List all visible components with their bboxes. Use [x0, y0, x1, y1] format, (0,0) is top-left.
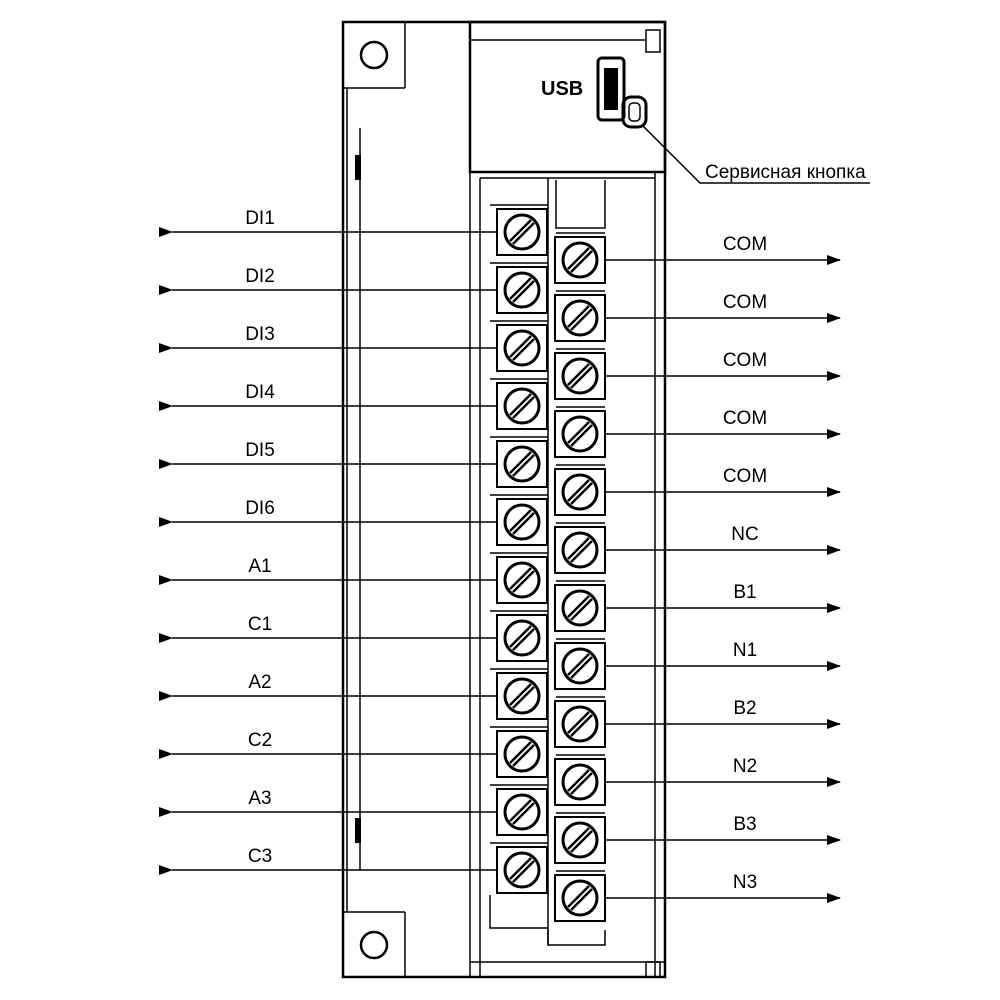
left-terminal-label: DI4	[245, 382, 275, 403]
screw-terminal-b2-9	[554, 700, 606, 748]
right-terminal-label: COM	[723, 234, 767, 255]
mounting-hole-bottom	[359, 930, 389, 960]
screw-terminal-a1	[496, 556, 548, 604]
screw-terminal-com-3	[554, 352, 606, 400]
screw-terminal-com-4	[554, 410, 606, 458]
left-terminal-label: DI1	[245, 208, 275, 229]
service-button-leader	[641, 124, 870, 184]
screw-terminal-com-1	[554, 236, 606, 284]
right-terminal-label: NC	[731, 524, 758, 545]
screw-terminal-c1	[496, 614, 548, 662]
screw-terminal-n1-8	[554, 642, 606, 690]
right-terminal-label: COM	[723, 350, 767, 371]
right-terminal-label: N2	[733, 756, 757, 777]
right-terminal-label: B1	[733, 582, 756, 603]
service-button-label: Сервисная кнопка	[705, 162, 866, 183]
left-terminal-label: A1	[248, 556, 271, 577]
screw-terminal-di6	[496, 498, 548, 546]
left-terminal-label: DI3	[245, 324, 275, 345]
right-terminal-label: N3	[733, 872, 757, 893]
right-terminal-label: B3	[733, 814, 756, 835]
screw-terminal-nc-6	[554, 526, 606, 574]
screw-terminal-di5	[496, 440, 548, 488]
screw-terminal-a3	[496, 788, 548, 836]
right-terminal-label: N1	[733, 640, 757, 661]
left-terminal-label: A3	[248, 788, 271, 809]
usb-label: USB	[541, 78, 583, 100]
right-terminal-label: B2	[733, 698, 756, 719]
service-button[interactable]	[621, 95, 648, 129]
right-terminal-label: COM	[723, 466, 767, 487]
left-terminal-label: DI6	[245, 498, 275, 519]
screw-terminal-di1	[496, 208, 548, 256]
right-terminal-label: COM	[723, 292, 767, 313]
right-terminal-label: COM	[723, 408, 767, 429]
left-terminal-label: C2	[248, 730, 272, 751]
screw-terminal-di2	[496, 266, 548, 314]
screw-terminal-di4	[496, 382, 548, 430]
screw-terminal-b1-7	[554, 584, 606, 632]
screw-terminal-com-5	[554, 468, 606, 516]
left-terminal-label: C1	[248, 614, 272, 635]
screw-terminal-di3	[496, 324, 548, 372]
left-terminal-label: DI2	[245, 266, 275, 287]
screw-terminal-b3-11	[554, 816, 606, 864]
left-terminal-label: C3	[248, 846, 272, 867]
screw-terminal-a2	[496, 672, 548, 720]
screw-terminal-com-2	[554, 294, 606, 342]
mounting-hole-top	[359, 40, 389, 70]
usb-port-icon	[596, 56, 626, 122]
left-terminal-label: DI5	[245, 440, 275, 461]
screw-terminal-c3	[496, 846, 548, 894]
left-terminal-label: A2	[248, 672, 271, 693]
screw-terminal-n3-12	[554, 874, 606, 922]
screw-terminal-n2-10	[554, 758, 606, 806]
screw-terminal-c2	[496, 730, 548, 778]
